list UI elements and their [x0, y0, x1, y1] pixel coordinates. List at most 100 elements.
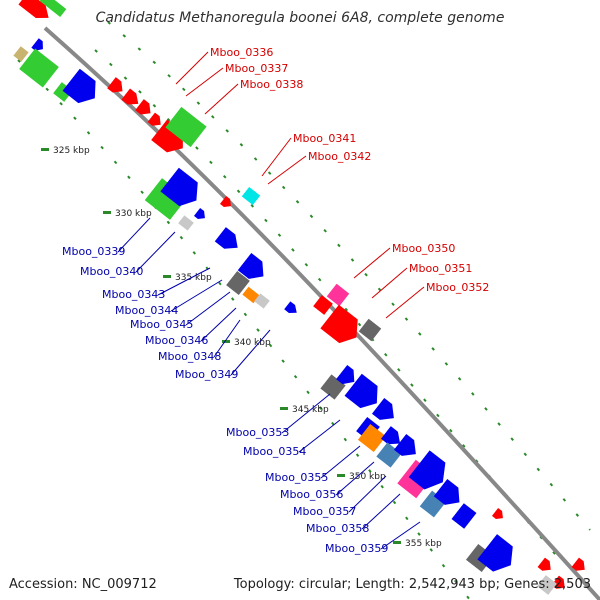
- gene-glyph: [31, 38, 43, 51]
- gene-glyph: [241, 186, 261, 206]
- gene-shape: [380, 426, 401, 445]
- gene-glyph: [39, 0, 67, 17]
- leader-line: [353, 247, 391, 279]
- gene-glyph: [144, 178, 188, 220]
- kbp-tick-mark: [222, 340, 230, 343]
- gene-label-forward: Mboo_0338: [240, 78, 303, 91]
- gene-shape: [344, 373, 378, 409]
- gene-shape: [147, 112, 161, 126]
- gene-glyph: [313, 295, 333, 315]
- leader-line: [335, 461, 375, 496]
- gene-label-forward: Mboo_0341: [293, 132, 356, 145]
- gene-shape: [357, 423, 387, 453]
- gene-shape: [242, 286, 260, 304]
- gene-glyph: [121, 88, 139, 105]
- ring-dots-2: [17, 59, 471, 600]
- gene-shape: [19, 48, 59, 88]
- gene-label-reverse: Mboo_0348: [158, 350, 221, 363]
- leader-line: [371, 267, 408, 299]
- gene-shape: [160, 167, 198, 207]
- gene-shape: [408, 450, 446, 490]
- gene-shape: [107, 77, 123, 93]
- gene-shape: [144, 178, 188, 220]
- gene-label-reverse: Mboo_0355: [265, 471, 328, 484]
- accession-text: Accession: NC_009712: [9, 577, 157, 592]
- gene-shape: [451, 503, 477, 529]
- gene-label-forward: Mboo_0351: [409, 262, 472, 275]
- gene-shape: [254, 293, 270, 309]
- gene-shape: [193, 207, 205, 219]
- gene-features: [13, 0, 585, 595]
- gene-glyph: [13, 46, 29, 62]
- gene-glyph: [477, 534, 513, 572]
- kbp-tick-mark: [163, 275, 171, 278]
- gene-shape: [13, 46, 29, 62]
- gene-shape: [165, 106, 207, 148]
- kbp-tick-mark: [393, 541, 401, 544]
- gene-label-forward: Mboo_0336: [210, 46, 273, 59]
- gene-glyph: [147, 112, 161, 126]
- gene-glyph: [451, 503, 477, 529]
- leader-line: [230, 329, 271, 376]
- gene-shape: [214, 227, 238, 249]
- kbp-tick-label: 340 kbp: [234, 338, 271, 348]
- gene-label-forward: Mboo_0350: [392, 242, 455, 255]
- leader-line: [298, 419, 341, 453]
- leader-line: [185, 291, 231, 326]
- gene-labels: Mboo_0336Mboo_0337Mboo_0338Mboo_0341Mboo…: [62, 46, 489, 555]
- leader-line: [261, 137, 292, 177]
- gene-label-forward: Mboo_0352: [426, 281, 489, 294]
- gene-glyph: [193, 207, 205, 219]
- gene-shape: [433, 478, 460, 505]
- gene-glyph: [19, 48, 59, 88]
- kbp-tick-label: 350 kbp: [349, 472, 386, 482]
- ring-guide-dots: [17, 21, 591, 600]
- gene-shape: [135, 99, 151, 115]
- leader-line: [117, 217, 151, 253]
- kbp-tick-label: 335 kbp: [175, 273, 212, 283]
- gene-shape: [121, 88, 139, 105]
- gene-shape: [571, 557, 585, 571]
- gene-label-reverse: Mboo_0349: [175, 368, 238, 381]
- gene-glyph: [336, 364, 355, 385]
- leader-line: [185, 67, 224, 97]
- gene-label-reverse: Mboo_0357: [293, 505, 356, 518]
- gene-label-reverse: Mboo_0344: [115, 304, 178, 317]
- gene-glyph: [537, 557, 551, 571]
- gene-glyph: [537, 575, 557, 595]
- map-title: Candidatus Methanoregula boonei 6A8, com…: [95, 10, 505, 26]
- gene-glyph: [491, 507, 503, 519]
- leader-line: [348, 475, 387, 513]
- gene-shape: [237, 252, 264, 279]
- gene-shape: [320, 304, 358, 344]
- gene-label-reverse: Mboo_0345: [130, 318, 193, 331]
- gene-label-forward: Mboo_0342: [308, 150, 371, 163]
- kbp-tick-mark: [103, 211, 111, 214]
- gene-label-reverse: Mboo_0340: [80, 265, 143, 278]
- leader-line: [170, 279, 223, 312]
- gene-glyph: [242, 286, 260, 304]
- gene-glyph: [254, 293, 270, 309]
- gene-glyph: [320, 304, 358, 344]
- leader-line: [157, 267, 211, 296]
- gene-glyph: [165, 106, 207, 148]
- leader-line: [175, 51, 209, 85]
- gene-glyph: [344, 373, 378, 409]
- kbp-tick-label: 355 kbp: [405, 539, 442, 549]
- gene-glyph: [358, 318, 382, 342]
- gene-label-reverse: Mboo_0343: [102, 288, 165, 301]
- gene-glyph: [18, 0, 49, 18]
- leader-line: [380, 521, 421, 550]
- gene-glyph: [357, 423, 387, 453]
- gene-glyph: [571, 557, 585, 571]
- kbp-tick-mark: [280, 407, 288, 410]
- gene-shape: [537, 575, 557, 595]
- gene-label-forward: Mboo_0337: [225, 62, 288, 75]
- gene-shape: [491, 507, 503, 519]
- gene-shape: [241, 186, 261, 206]
- gene-shape: [226, 270, 250, 296]
- gene-glyph: [62, 68, 96, 104]
- gene-shape: [31, 38, 43, 51]
- gene-shape: [39, 0, 67, 17]
